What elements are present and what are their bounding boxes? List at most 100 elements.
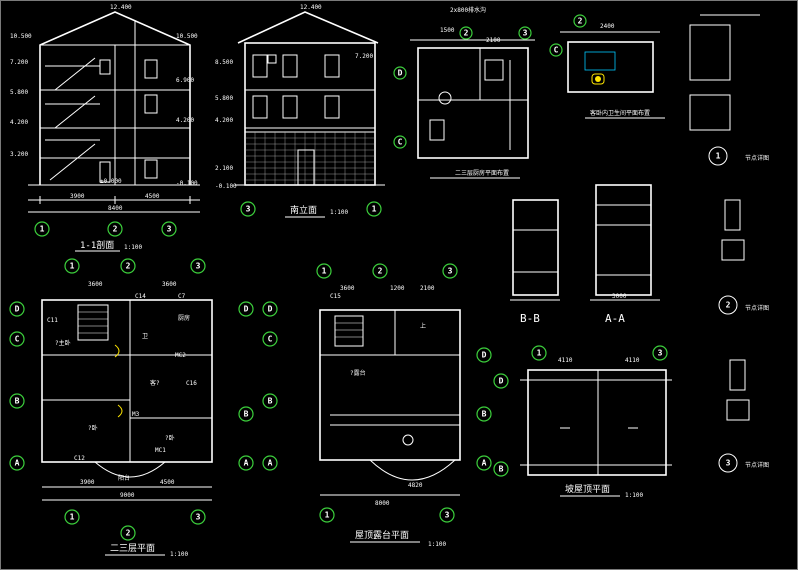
svg-text:A: A: [244, 459, 249, 468]
sr-axis-1: [531, 345, 547, 361]
kp-axis-C: [393, 135, 407, 149]
svg-text:3600: 3600: [162, 281, 177, 288]
svg-text:3000: 3000: [612, 293, 627, 300]
title-section: 1-1剖面: [80, 239, 114, 251]
svg-text:1: 1: [40, 225, 45, 234]
se-elev-6: 4.200: [215, 117, 233, 124]
kitchen-note: 2x800排水沟: [450, 6, 486, 14]
axis-2: [107, 221, 123, 237]
kp-axis-D: [393, 66, 407, 80]
fp-axis-2: [120, 258, 136, 274]
svg-text:3: 3: [445, 511, 450, 520]
bp-axis-2: [573, 14, 587, 28]
slope-roof-plan: 4110 4110 1 3 D B 坡屋顶平面 1:100: [493, 345, 672, 499]
svg-text:C: C: [15, 335, 20, 344]
svg-text:4820: 4820: [408, 482, 423, 489]
kitchen-plan: 1500 2100 2x800排水沟 D C 2 3 二三层厨房平面布置: [393, 6, 535, 179]
fp-axis-1-b: [64, 509, 80, 525]
se-elev-2: 8.500: [215, 59, 233, 66]
title-aa: A-A: [605, 312, 625, 325]
rp-axis-3-b: [439, 507, 455, 523]
elev-r6: 4.200: [176, 117, 194, 124]
room-kitchen: 厨房: [178, 314, 190, 322]
svg-text:A: A: [482, 459, 487, 468]
svg-text:D: D: [268, 305, 273, 314]
title-bb: B-B: [520, 312, 540, 325]
svg-text:3: 3: [246, 205, 251, 214]
svg-text:2100: 2100: [420, 285, 435, 292]
fp-axis-B: [9, 393, 25, 409]
sr-axis-D: [493, 373, 509, 389]
title-floor-plan: 二三层平面: [110, 543, 155, 554]
svg-text:1: 1: [70, 262, 75, 271]
room-bed2: ?卧: [88, 424, 98, 432]
se-elev-3: 7.200: [355, 53, 373, 60]
svg-text:MC2: MC2: [175, 352, 186, 359]
fp-axis-3: [190, 258, 206, 274]
svg-text:8000: 8000: [375, 500, 390, 507]
fp-axis-1: [64, 258, 80, 274]
svg-text:1: 1: [70, 513, 75, 522]
rp-axis-1-b: [319, 507, 335, 523]
svg-text:2: 2: [578, 17, 583, 26]
svg-text:C: C: [398, 138, 403, 147]
fp-axis-D: [9, 301, 25, 317]
svg-text:D: D: [482, 351, 487, 360]
svg-text:3: 3: [196, 513, 201, 522]
bp-axis-C: [549, 43, 563, 57]
se-elev-5: 5.800: [215, 95, 233, 102]
svg-text:4110: 4110: [625, 357, 640, 364]
fp-axis-C: [9, 331, 25, 347]
svg-text:B: B: [268, 397, 273, 406]
svg-text:D: D: [244, 305, 249, 314]
fp-axis-3-b: [190, 509, 206, 525]
svg-text:3: 3: [196, 262, 201, 271]
room-master: ?主卧: [55, 339, 71, 347]
svg-text:M3: M3: [132, 411, 140, 418]
svg-text:节点详图: 节点详图: [745, 154, 769, 162]
svg-text:4500: 4500: [160, 479, 175, 486]
svg-text:C14: C14: [135, 293, 146, 300]
detail-3-marker: [718, 453, 738, 473]
sections-bb-aa: B-B 3000 A-A: [510, 184, 660, 325]
elev-zero: ±0.000: [100, 178, 122, 185]
elev-3: 7.200: [10, 59, 28, 66]
svg-text:D: D: [15, 305, 20, 314]
svg-text:1: 1: [325, 511, 330, 520]
floor-plan-2-3: 3900 4500 9000 3600 3600 ?主卧 客? ?卧 ?卧 卫 …: [9, 258, 254, 558]
title-bath-plan: 客卧内卫生间平面布置: [590, 109, 650, 117]
svg-text:2: 2: [126, 262, 131, 271]
svg-text:节点详图: 节点详图: [745, 304, 769, 312]
svg-text:2400: 2400: [600, 23, 615, 30]
detail-2-marker: [718, 295, 738, 315]
room-living: 客?: [150, 379, 160, 387]
axis-3: [161, 221, 177, 237]
rp-axis-C: [262, 331, 278, 347]
svg-text:2: 2: [378, 267, 383, 276]
bath-plan: 2400 C 2 客卧内卫生间平面布置: [549, 14, 665, 119]
dim-3900: 3900: [70, 193, 85, 200]
svg-text:A: A: [15, 459, 20, 468]
scale-roof: 1:100: [428, 541, 446, 548]
svg-text:2: 2: [726, 301, 731, 310]
elev-8: 3.200: [10, 151, 28, 158]
kp-axis-2: [459, 26, 473, 40]
sr-axis-B: [493, 461, 509, 477]
svg-text:C12: C12: [74, 455, 85, 462]
svg-text:C7: C7: [178, 293, 186, 300]
scale-floor: 1:100: [170, 551, 188, 558]
svg-text:C: C: [268, 335, 273, 344]
svg-text:2: 2: [126, 529, 131, 538]
elev-neg: -0.100: [176, 180, 198, 187]
svg-text:B: B: [482, 410, 487, 419]
rp-axis-B: [262, 393, 278, 409]
title-kitchen-plan: 二三层厨房平面布置: [455, 169, 509, 177]
rp-axis-2: [372, 263, 388, 279]
svg-text:3: 3: [658, 349, 663, 358]
rp-axis-D: [262, 301, 278, 317]
title-slope-roof: 坡屋顶平面: [565, 483, 610, 495]
elev-r1: 10.500: [176, 33, 198, 40]
title-roof-terrace: 屋顶露台平面: [355, 529, 409, 541]
room-bed3: ?卧: [165, 434, 175, 442]
